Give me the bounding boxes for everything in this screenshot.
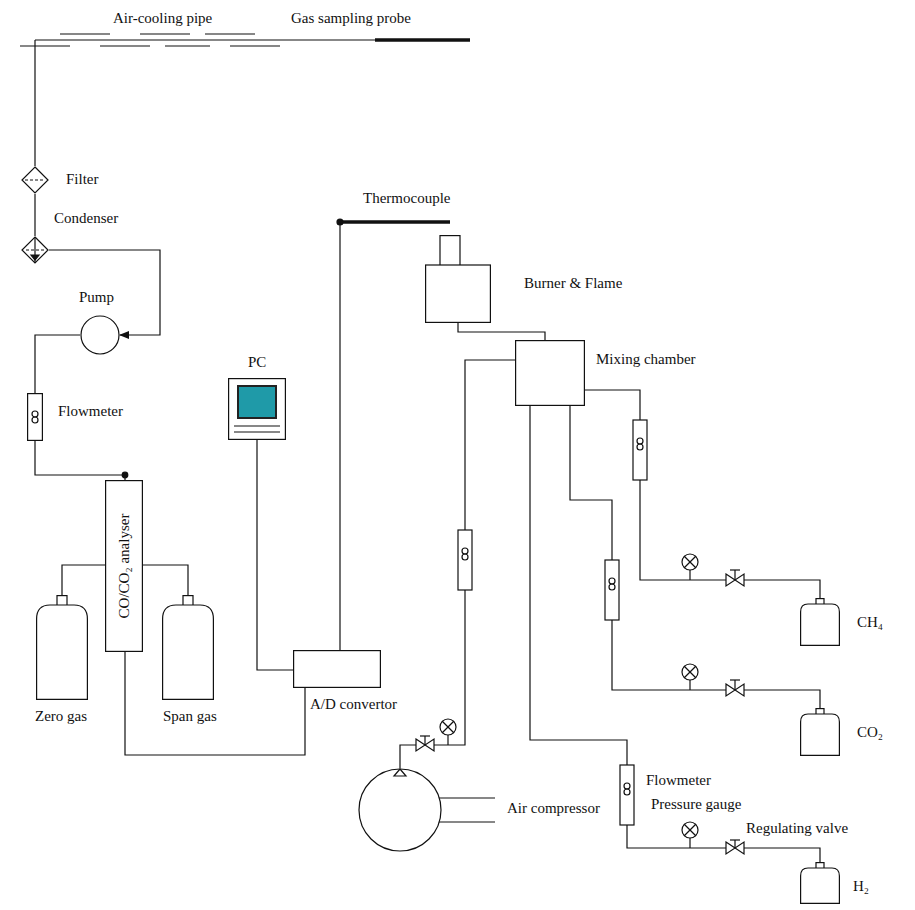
burner-box: Burner & Flame (425, 235, 491, 323)
pressure-gauge (682, 664, 698, 690)
flowmeter-symbol (458, 530, 472, 590)
gas-tank: H₂ (800, 862, 840, 904)
pump-circle: Pump (80, 315, 120, 355)
regulating-valve (726, 680, 744, 696)
pipe-connector (458, 323, 545, 340)
gas-cylinder-outline (162, 595, 214, 700)
compressor-pipe (437, 797, 495, 798)
pc-monitor: PC (228, 378, 286, 440)
gas-sampling-probe (375, 38, 470, 42)
filter-diamond: Filter (21, 166, 49, 194)
pipe-connector (257, 440, 293, 670)
node-label: Condenser (53, 210, 119, 227)
air-cooling-pipe (20, 34, 280, 46)
flowmeter-symbol (620, 765, 634, 825)
flowmeter-box: Flowmeter (27, 393, 43, 441)
node-label: Pump (78, 289, 115, 306)
part-label: Regulating valve (745, 820, 849, 837)
node-label: Zero gas (34, 708, 88, 725)
pc-monitor-outline (228, 378, 286, 440)
gas-tank: CO₂ (800, 708, 840, 756)
node-label: Burner & Flame (523, 275, 623, 292)
pipe-connector (35, 335, 80, 393)
node-label: CO/CO₂ analyser (116, 513, 133, 620)
compressor-pipe (438, 821, 495, 822)
node-label: Span gas (162, 708, 218, 725)
regulating-valve (726, 840, 744, 854)
burner-box-outline (425, 235, 491, 323)
node-label: Mixing chamber (595, 351, 697, 368)
ad-convertor-box: A/D convertor (293, 650, 381, 688)
pipe-connector (35, 441, 125, 480)
pipe-connector (570, 406, 820, 708)
mixing-chamber-box: Mixing chamber (515, 340, 585, 406)
pipe-connector (530, 406, 820, 862)
pipe-connector (143, 565, 188, 595)
sampling-line (35, 39, 470, 40)
pipe-connector (585, 390, 820, 598)
junction-dot (122, 472, 128, 478)
part-label: Flowmeter (645, 772, 712, 789)
analyser-box: CO/CO₂ analyser (105, 480, 143, 652)
node-label: Filter (65, 171, 100, 188)
pipe-connector (400, 360, 515, 768)
sampling-line (34, 40, 35, 166)
gas-tank: CH₄ (800, 598, 840, 646)
node-label: CO₂ (856, 724, 884, 741)
pressure-gauge (440, 719, 456, 745)
gas-tank-outline (800, 708, 840, 756)
pipe-connector (34, 194, 35, 236)
pipe-connector (62, 565, 105, 595)
condenser-diamond-outline (21, 236, 49, 264)
thermocouple-wire (339, 222, 340, 650)
pump-circle-outline (80, 315, 120, 355)
node-label: Air compressor (506, 800, 601, 817)
pipe-connector (125, 652, 305, 755)
gas-cylinder: Zero gas (36, 595, 88, 700)
node-label: Flowmeter (57, 403, 124, 420)
regulating-valve (416, 736, 434, 751)
filter-diamond-outline (21, 166, 49, 194)
part-label: Gas sampling probe (290, 10, 412, 27)
ad-convertor-box-outline (293, 650, 381, 688)
node-label: PC (247, 354, 267, 371)
part-label: Air-cooling pipe (112, 10, 213, 27)
air-compressor: Air compressor (358, 768, 442, 852)
part-label: Thermocouple (362, 190, 451, 207)
condenser-diamond: Condenser (21, 236, 49, 264)
gas-cylinder: Span gas (162, 595, 214, 700)
air-compressor-outline (358, 768, 442, 852)
gas-tank-outline (800, 598, 840, 646)
flowmeter-symbol (633, 420, 647, 480)
pressure-gauge (682, 554, 698, 580)
gas-tank-outline (800, 862, 840, 904)
part-label: Pressure gauge (650, 796, 742, 813)
thermocouple-rod (340, 220, 450, 224)
node-label: H₂ (852, 878, 870, 895)
mixing-chamber-box-outline (515, 340, 585, 406)
regulating-valve (726, 570, 744, 586)
gas-cylinder-outline (36, 595, 88, 700)
flowmeter-symbol (605, 560, 619, 620)
node-label: CH₄ (856, 614, 884, 631)
node-label: A/D convertor (309, 696, 398, 713)
pressure-gauge (682, 822, 698, 848)
flowmeter-box-outline (27, 393, 43, 441)
